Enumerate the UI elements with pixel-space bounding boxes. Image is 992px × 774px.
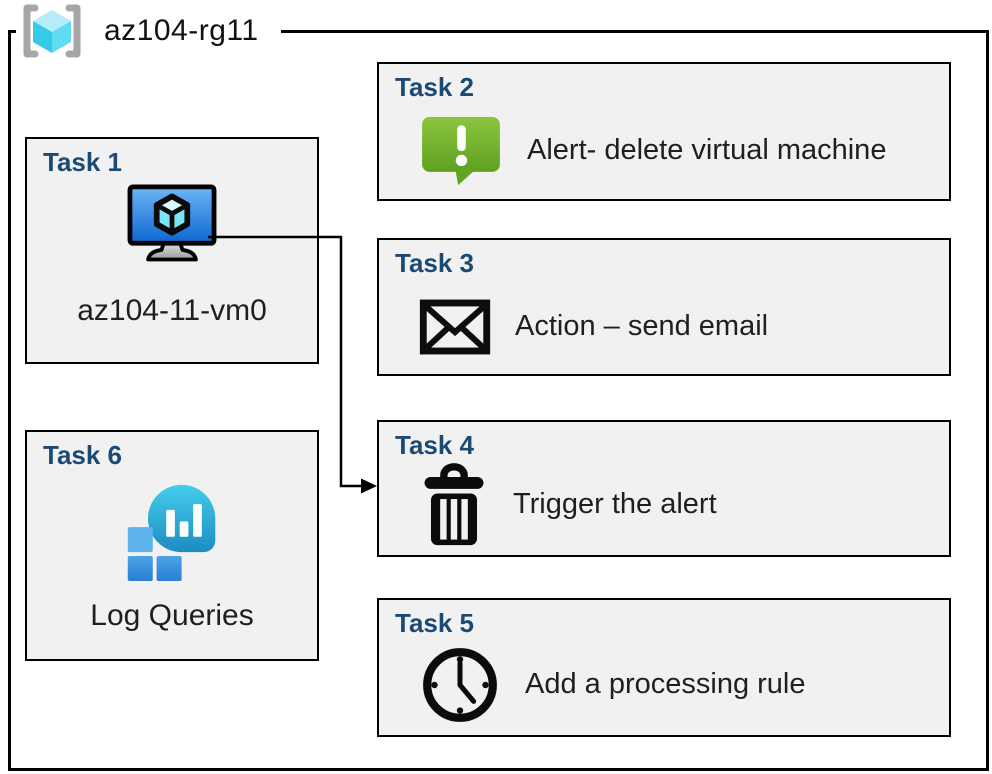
task-2-box: Task 2 Alert- delete virtual machine [377, 62, 951, 201]
task-5-box: Task 5 Add a processing rule [377, 598, 951, 737]
task-5-label: Add a processing rule [525, 668, 806, 701]
task-5-title: Task 5 [395, 608, 475, 638]
task-6-box: Task 6 Log Queries [25, 430, 319, 661]
task-3-label: Action – send email [515, 309, 769, 342]
task-3-box: Action – send email Task 3 [377, 238, 951, 376]
task-1-title: Task 1 [43, 147, 123, 177]
task-1-label: az104-11-vm0 [77, 294, 267, 328]
resource-group-border [8, 30, 989, 771]
clock-icon [419, 644, 501, 726]
task-4-title: Task 4 [395, 430, 475, 460]
task-4-box: Task 4 Trigger the alert [377, 420, 951, 557]
resource-group-name: az104-rg11 [104, 14, 259, 47]
task-1-box: Task 1 az104-11-vm0 [25, 137, 319, 364]
alert-icon [419, 114, 503, 188]
task-4-label: Trigger the alert [513, 488, 717, 521]
log-analytics-icon [122, 481, 222, 582]
task-3-title: Task 3 [395, 248, 475, 278]
trash-icon [419, 462, 489, 548]
virtual-machine-icon [124, 184, 220, 270]
task-6-title: Task 6 [43, 440, 123, 470]
resource-group-header: az104-rg11 [16, 4, 281, 58]
task-2-label: Alert- delete virtual machine [527, 134, 887, 167]
task-6-label: Log Queries [90, 599, 254, 633]
resource-group-icon [18, 3, 86, 59]
task-2-title: Task 2 [395, 72, 475, 102]
email-icon [419, 298, 491, 356]
